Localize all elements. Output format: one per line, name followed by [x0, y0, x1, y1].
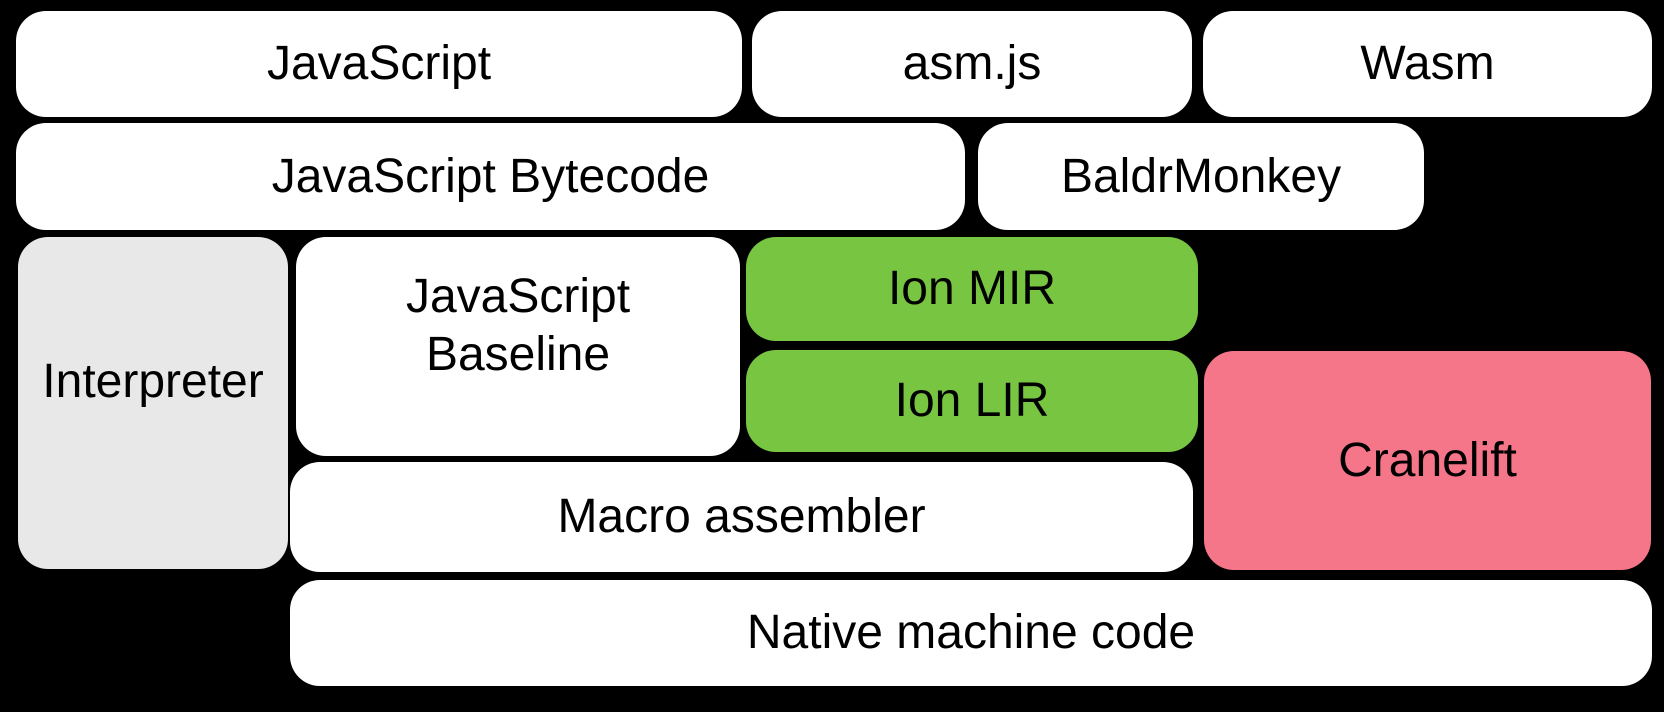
node-ion-mir-label: Ion MIR: [887, 262, 1057, 316]
node-javascript-label: JavaScript: [266, 37, 492, 91]
node-ion-mir: Ion MIR: [746, 237, 1198, 341]
node-native-machine-code-label: Native machine code: [746, 606, 1196, 660]
node-wasm-label: Wasm: [1360, 37, 1495, 91]
node-asmjs: asm.js: [752, 11, 1192, 117]
node-macro-assembler: Macro assembler: [290, 462, 1193, 572]
node-wasm: Wasm: [1203, 11, 1652, 117]
node-ion-lir-label: Ion LIR: [894, 374, 1050, 428]
node-javascript-bytecode-label: JavaScript Bytecode: [271, 149, 710, 203]
node-javascript-baseline-label: JavaScript Baseline: [405, 269, 631, 381]
node-baldrmonkey: BaldrMonkey: [978, 123, 1424, 230]
node-native-machine-code: Native machine code: [290, 580, 1652, 686]
node-interpreter-label: Interpreter: [42, 355, 264, 409]
node-cranelift-label: Cranelift: [1338, 433, 1517, 487]
node-javascript: JavaScript: [16, 11, 742, 117]
node-asmjs-label: asm.js: [902, 37, 1042, 91]
node-javascript-baseline: JavaScript Baseline: [296, 237, 740, 456]
node-ion-lir: Ion LIR: [746, 350, 1198, 452]
node-interpreter: Interpreter: [18, 237, 288, 569]
node-macro-assembler-label: Macro assembler: [557, 490, 926, 544]
node-javascript-bytecode: JavaScript Bytecode: [16, 123, 965, 230]
node-baldrmonkey-label: BaldrMonkey: [1060, 149, 1342, 203]
node-cranelift: Cranelift: [1204, 351, 1651, 570]
